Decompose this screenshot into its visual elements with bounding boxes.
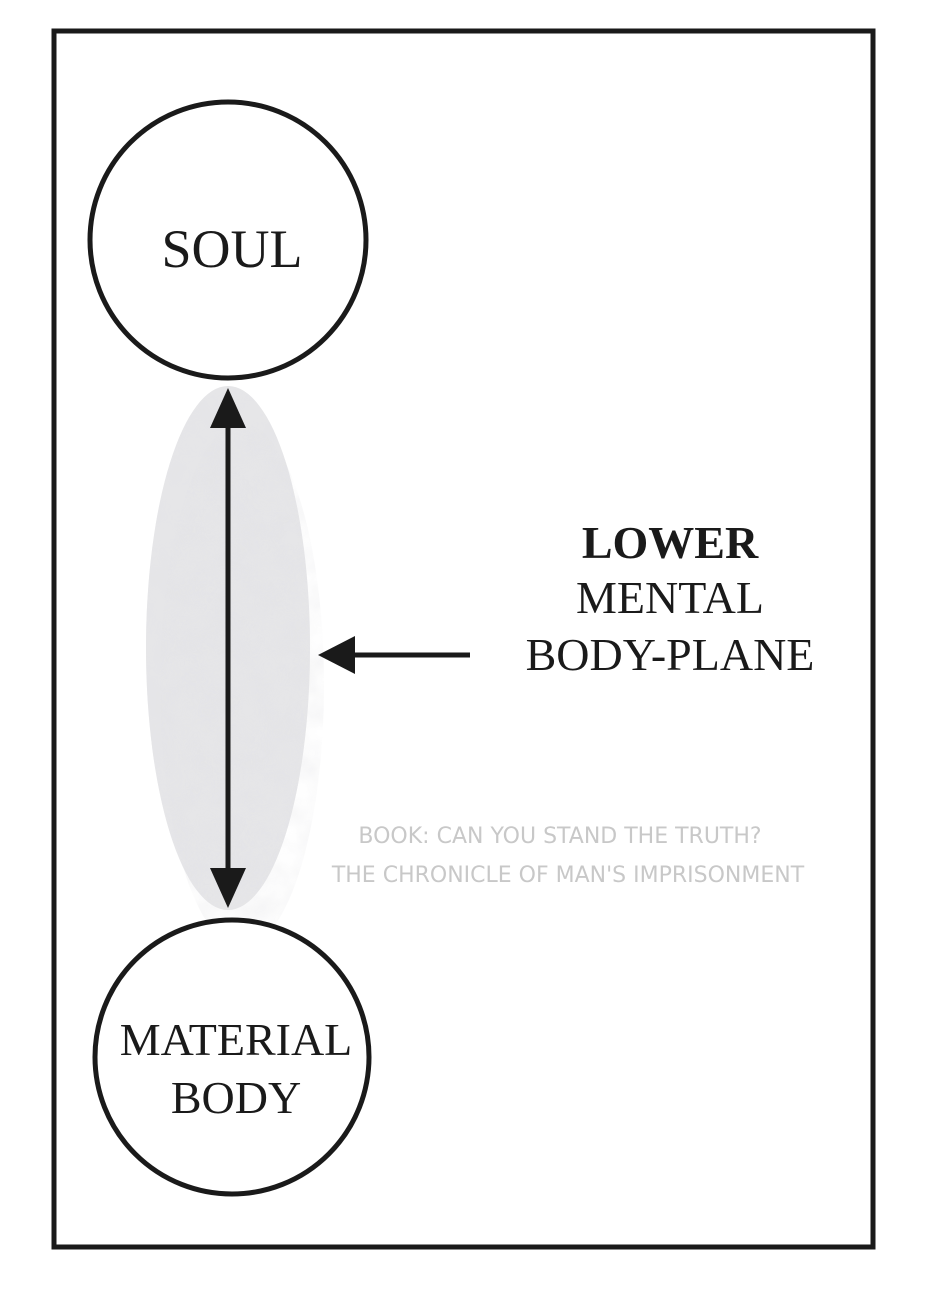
outer-border xyxy=(51,28,876,1250)
pointer-arrow-icon xyxy=(318,636,470,674)
soul-circle xyxy=(87,99,369,381)
watermark-line2: THE CHRONICLE OF MAN'S IMPRISONMENT xyxy=(331,863,805,888)
plane-label-body-plane: BODY-PLANE xyxy=(526,629,815,680)
plane-label-mental: MENTAL xyxy=(576,572,764,623)
mental-plane-ellipse xyxy=(146,386,324,947)
material-body-circle xyxy=(92,917,372,1197)
plane-label-lower: LOWER xyxy=(582,517,759,568)
watermark-line1: BOOK: CAN YOU STAND THE TRUTH? xyxy=(358,824,761,849)
material-body-label-line2: BODY xyxy=(171,1072,301,1123)
double-arrow-icon xyxy=(210,388,246,908)
soul-label: SOUL xyxy=(161,219,302,279)
material-body-label-line1: MATERIAL xyxy=(120,1014,353,1065)
